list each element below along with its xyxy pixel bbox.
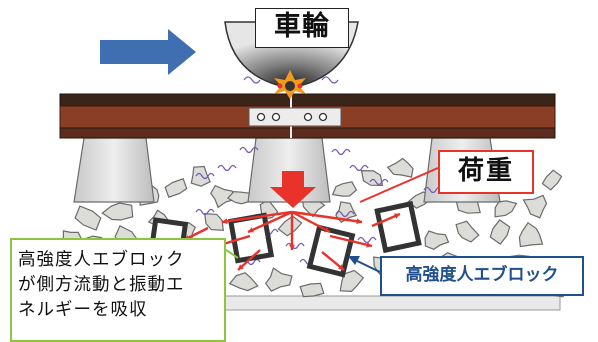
vibration-squiggle [357,236,377,244]
block-4 [374,200,422,254]
ballast-stone [277,215,303,237]
force-arrow [291,210,363,224]
force-arrow [291,210,331,234]
ballast-stone [101,202,134,221]
force-arrow [247,210,293,234]
block-2 [227,212,275,264]
vibration-squiggle [285,242,305,250]
ballast-stone [210,184,237,209]
ballast-stone [299,282,325,298]
ballast-stone [264,267,293,292]
force-arrow [221,210,293,224]
tie-support-left [73,137,155,203]
ballast-stone [489,219,511,245]
rail-joint-plate [248,107,342,127]
block-pointer-arrowhead [348,256,360,265]
force-arrows [183,210,401,271]
block-pointer-line [352,258,381,273]
vibration-squiggle [335,210,355,218]
block-3 [306,224,356,278]
absorption-caption-line-2: が側方流動と振動エ [18,275,185,295]
wheel-vibration-lines [243,76,339,84]
load-label: 荷重 [438,150,534,194]
ballast-stone [455,220,480,243]
absorption-caption-line-3: ネルギーを吸収 [18,300,148,320]
vibration-squiggle [217,164,237,172]
vibration-squiggle [195,172,215,180]
vibration-squiggle [349,164,369,172]
direction-arrow-icon [100,29,196,75]
force-arrowhead [356,218,362,225]
block-label: 高強度人エブロック [380,256,584,296]
vibration-squiggle [331,148,351,156]
ballast-stone [339,269,365,293]
vibration-squiggle [195,208,215,216]
force-arrowhead [238,264,244,270]
force-arrowhead [289,244,295,250]
impact-sparks-icon [274,70,306,99]
ballast-stone [494,200,518,218]
force-arrowhead [338,264,344,270]
ballast-stone [424,230,450,250]
force-arrow [329,234,373,248]
ballast-stone [522,194,548,219]
ballast-stone [331,181,358,197]
ballast-stone [541,169,563,191]
ballast-stone [190,165,211,187]
ballast-stone [228,272,259,292]
force-arrowhead [394,213,400,219]
ballast-stone [226,190,252,205]
force-arrowhead [222,218,228,225]
absorption-caption-line-1: 高強度人エブロック [18,250,185,270]
load-arrow [270,171,316,208]
rail-sleepers [59,93,556,139]
ballast-stone [360,169,384,187]
force-arrowhead [366,242,372,248]
vibration-squiggle [239,146,259,154]
ballast-stone [164,178,188,198]
wheel-label: 車輪 [255,8,349,48]
force-arrowhead [248,227,254,233]
ballast-stone [74,205,102,231]
vibration-squiggle [369,178,389,186]
ballast-stone [386,157,414,178]
ballast-stone [204,212,224,232]
load-pointer-line [359,167,439,203]
ballast-stone [518,221,544,248]
force-arrowhead [324,227,330,233]
absorption-caption: 高強度人エブロック が側方流動と振動エ ネルギーを吸収 [10,238,226,342]
